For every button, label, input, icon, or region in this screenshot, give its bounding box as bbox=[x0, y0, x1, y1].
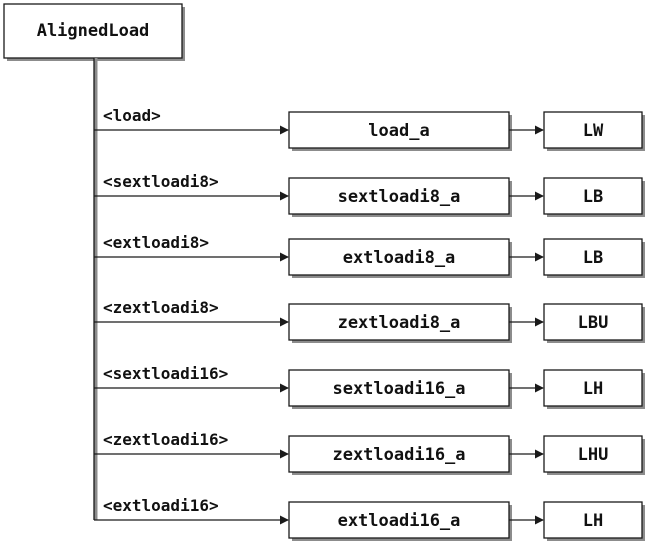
tree-row: <sextloadi16> sextloadi16_a LH bbox=[94, 364, 645, 409]
pattern-node: load_a bbox=[288, 111, 512, 151]
root-node: AlignedLoad bbox=[3, 3, 185, 61]
instruction-label: LBU bbox=[578, 313, 609, 333]
edge-label: <extloadi16> bbox=[103, 496, 219, 515]
tree-row: <load> load_a LW bbox=[94, 106, 645, 151]
tree-row: <extloadi16> extloadi16_a LH bbox=[94, 496, 645, 541]
pattern-node: zextloadi8_a bbox=[288, 303, 512, 343]
instruction-node: LBU bbox=[543, 303, 645, 343]
tree-row: <zextloadi16> zextloadi16_a LHU bbox=[94, 430, 645, 475]
edge-label: <load> bbox=[103, 106, 161, 125]
tree-row: <extloadi8> extloadi8_a LB bbox=[94, 233, 645, 278]
instruction-node: LHU bbox=[543, 435, 645, 475]
pattern-node: sextloadi16_a bbox=[288, 369, 512, 409]
instruction-label: LH bbox=[583, 379, 603, 399]
instruction-node: LH bbox=[543, 501, 645, 541]
pattern-node: zextloadi16_a bbox=[288, 435, 512, 475]
pattern-label: load_a bbox=[368, 121, 429, 141]
pattern-node: extloadi16_a bbox=[288, 501, 512, 541]
pattern-label: zextloadi8_a bbox=[338, 313, 461, 333]
pattern-label: extloadi8_a bbox=[343, 248, 456, 268]
edge-label: <sextloadi8> bbox=[103, 172, 219, 191]
root-label: AlignedLoad bbox=[37, 21, 150, 41]
instruction-node: LB bbox=[543, 238, 645, 278]
edge-label: <extloadi8> bbox=[103, 233, 209, 252]
pattern-label: sextloadi8_a bbox=[338, 187, 461, 207]
instruction-label: LB bbox=[583, 187, 603, 207]
instruction-node: LB bbox=[543, 177, 645, 217]
pattern-label: extloadi16_a bbox=[338, 511, 461, 531]
pattern-label: sextloadi16_a bbox=[332, 379, 465, 399]
tree-row: <zextloadi8> zextloadi8_a LBU bbox=[94, 298, 645, 343]
instruction-label: LHU bbox=[578, 445, 609, 465]
edge-label: <zextloadi8> bbox=[103, 298, 219, 317]
edge-label: <sextloadi16> bbox=[103, 364, 228, 383]
instruction-node: LW bbox=[543, 111, 645, 151]
instruction-label: LW bbox=[583, 121, 604, 141]
pattern-node: extloadi8_a bbox=[288, 238, 512, 278]
tree-row: <sextloadi8> sextloadi8_a LB bbox=[94, 172, 645, 217]
pattern-label: zextloadi16_a bbox=[332, 445, 465, 465]
instruction-label: LB bbox=[583, 248, 603, 268]
edge-label: <zextloadi16> bbox=[103, 430, 228, 449]
instruction-node: LH bbox=[543, 369, 645, 409]
instruction-label: LH bbox=[583, 511, 603, 531]
pattern-node: sextloadi8_a bbox=[288, 177, 512, 217]
